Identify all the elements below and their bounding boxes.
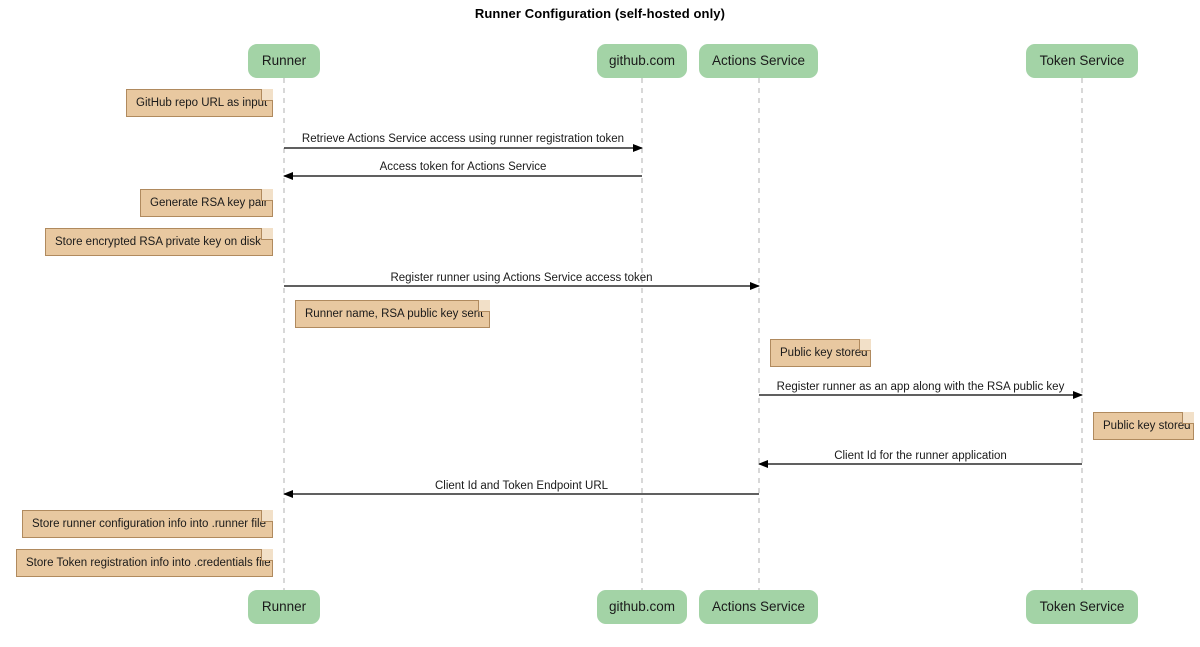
participant-actions-top[interactable]: Actions Service	[699, 44, 818, 78]
participant-actions-bottom[interactable]: Actions Service	[699, 590, 818, 624]
msg-client-id-endpoint-label: Client Id and Token Endpoint URL	[434, 480, 609, 492]
msg-retrieve-access-label: Retrieve Actions Service access using ru…	[301, 133, 625, 145]
participant-token-top[interactable]: Token Service	[1026, 44, 1138, 78]
note-fold-corner-icon	[261, 189, 273, 201]
note-store-runner-config: Store runner configuration info into .ru…	[22, 510, 273, 538]
note-fold-corner-icon	[261, 89, 273, 101]
page-title: Runner Configuration (self-hosted only)	[474, 6, 726, 21]
note-runner-name-key: Runner name, RSA public key sent	[295, 300, 490, 328]
msg-access-token-label: Access token for Actions Service	[379, 161, 547, 173]
note-store-token-registration-text: Store Token registration info into .cred…	[26, 557, 271, 569]
msg-client-id-label: Client Id for the runner application	[834, 450, 1007, 462]
note-fold-corner-icon	[859, 339, 871, 351]
note-github-repo-url-text: GitHub repo URL as input	[136, 97, 268, 109]
lifelines-group	[283, 78, 1083, 590]
participant-token-bottom[interactable]: Token Service	[1026, 590, 1138, 624]
note-fold-corner-icon	[261, 549, 273, 561]
participant-github-top[interactable]: github.com	[597, 44, 687, 78]
note-store-private-key: Store encrypted RSA private key on disk	[45, 228, 273, 256]
msg-register-app-label: Register runner as an app along with the…	[776, 381, 1065, 393]
note-runner-name-key-text: Runner name, RSA public key sent	[305, 308, 484, 320]
note-public-key-stored-actions: Public key stored	[770, 339, 871, 367]
note-fold-corner-icon	[261, 510, 273, 522]
note-fold-corner-icon	[261, 228, 273, 240]
note-generate-rsa: Generate RSA key pair	[140, 189, 273, 217]
note-public-key-stored-token: Public key stored	[1093, 412, 1194, 440]
note-public-key-stored-token-text: Public key stored	[1103, 420, 1191, 432]
note-store-private-key-text: Store encrypted RSA private key on disk	[55, 236, 261, 248]
note-store-token-registration: Store Token registration info into .cred…	[16, 549, 273, 577]
note-generate-rsa-text: Generate RSA key pair	[150, 197, 268, 209]
participant-runner-top[interactable]: Runner	[248, 44, 320, 78]
note-public-key-stored-actions-text: Public key stored	[780, 347, 868, 359]
participant-runner-bottom[interactable]: Runner	[248, 590, 320, 624]
note-fold-corner-icon	[478, 300, 490, 312]
note-store-runner-config-text: Store runner configuration info into .ru…	[32, 518, 266, 530]
note-github-repo-url: GitHub repo URL as input	[126, 89, 273, 117]
participant-github-bottom[interactable]: github.com	[597, 590, 687, 624]
msg-register-runner-label: Register runner using Actions Service ac…	[390, 272, 653, 284]
messages-group	[283, 144, 1083, 498]
note-fold-corner-icon	[1182, 412, 1194, 424]
